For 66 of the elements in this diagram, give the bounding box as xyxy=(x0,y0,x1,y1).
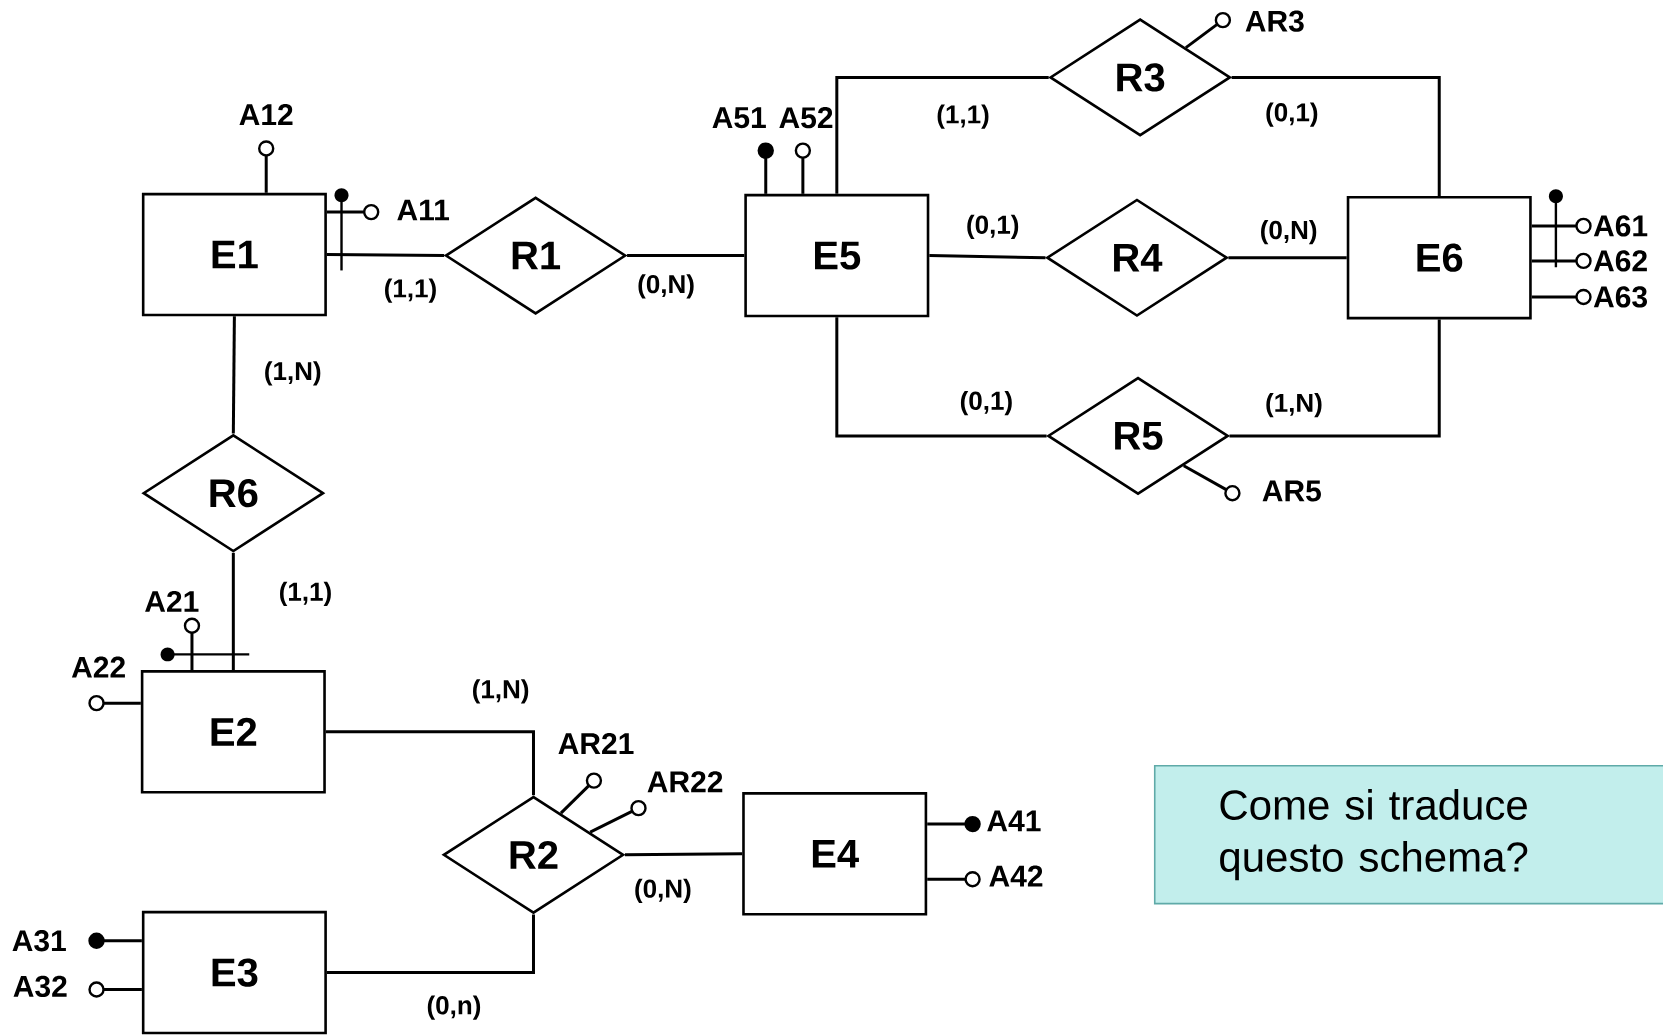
attribute-line xyxy=(794,142,812,194)
connector xyxy=(624,852,743,857)
attribute-label: AR5 xyxy=(1262,480,1321,502)
cardinality-label: (0,N) xyxy=(1257,218,1320,247)
attribute-line xyxy=(1531,252,1592,269)
attribute-label: A22 xyxy=(71,656,125,678)
entity-box: E4 xyxy=(742,791,928,916)
attribute-line xyxy=(927,870,981,888)
connector xyxy=(835,75,1049,194)
connector xyxy=(1231,75,1441,196)
attribute-line xyxy=(559,772,603,815)
attribute-line xyxy=(88,694,141,712)
attribute-line xyxy=(88,932,142,949)
entity-box: E2 xyxy=(140,669,326,794)
connector xyxy=(929,254,1046,260)
attribute-label: A51 xyxy=(712,107,766,129)
connector xyxy=(1228,256,1347,260)
connector xyxy=(627,254,745,257)
attribute-label: AR3 xyxy=(1245,10,1304,32)
connector xyxy=(835,317,1047,438)
entity-box: E6 xyxy=(1346,195,1532,320)
attribute-label: A42 xyxy=(989,865,1043,887)
attribute-label: A32 xyxy=(13,975,67,997)
cardinality-label: (1,1) xyxy=(381,276,440,305)
attribute-line xyxy=(1185,11,1232,49)
attribute-label: A41 xyxy=(987,810,1041,832)
attribute-label: A52 xyxy=(779,107,833,129)
attribute-label: AR22 xyxy=(647,771,723,793)
cardinality-label: (0,N) xyxy=(635,272,697,301)
attribute-line xyxy=(326,203,380,221)
attribute-label: A61 xyxy=(1593,215,1648,237)
entity-box: E5 xyxy=(744,193,930,318)
cardinality-label: (0,1) xyxy=(964,212,1022,241)
connector xyxy=(326,252,445,257)
attribute-line xyxy=(183,617,201,670)
cardinality-label: (1,N) xyxy=(469,677,532,706)
attribute-line xyxy=(1531,288,1592,306)
cardinality-label: (1,1) xyxy=(276,579,335,608)
attribute-label: A63 xyxy=(1593,286,1647,308)
note-box: Come si traduce questo schema? xyxy=(1153,764,1663,905)
attribute-line xyxy=(88,981,142,998)
attribute-line xyxy=(927,815,981,833)
connector xyxy=(231,552,235,670)
attribute-label: A31 xyxy=(12,930,66,952)
attribute-line xyxy=(1531,217,1592,234)
cardinality-label: (1,N) xyxy=(261,359,324,388)
connector xyxy=(231,316,236,434)
connector xyxy=(1229,319,1441,438)
cardinality-label: (0,1) xyxy=(1263,100,1321,129)
connector xyxy=(326,914,535,974)
attribute-line xyxy=(1183,464,1241,502)
attribute-line xyxy=(258,140,275,193)
cardinality-label: (1,1) xyxy=(934,102,992,131)
attribute-label: A12 xyxy=(239,103,293,125)
entity-box: E3 xyxy=(141,910,327,1035)
entity-box: E1 xyxy=(141,192,327,317)
cardinality-label: (0,1) xyxy=(957,388,1016,418)
cardinality-label: (0,N) xyxy=(632,876,694,905)
attribute-line xyxy=(589,799,647,834)
connector xyxy=(325,730,535,796)
attribute-label: A21 xyxy=(145,590,199,612)
cardinality-label: (1,N) xyxy=(1263,390,1325,420)
attribute-label: A62 xyxy=(1593,250,1647,272)
attribute-line xyxy=(757,142,774,194)
attribute-label: AR21 xyxy=(558,732,634,754)
cardinality-label: (0,n) xyxy=(424,993,484,1022)
